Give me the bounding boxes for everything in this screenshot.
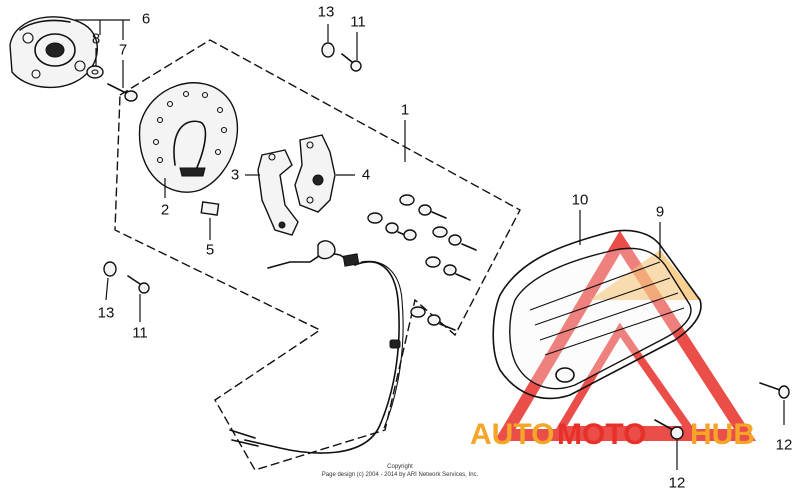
- watermark-moto: MOTO: [557, 418, 646, 451]
- washer-part: [86, 65, 104, 79]
- callout-8: 8: [92, 31, 100, 48]
- felt-part: [200, 201, 220, 216]
- screw-part: [107, 83, 138, 102]
- copyright-line-2: Page design (c) 2004 - 2014 by ARI Netwo…: [322, 472, 479, 478]
- watermark-hub: HUB: [690, 418, 755, 451]
- leader-lines: [75, 19, 785, 470]
- callout-2: 2: [161, 202, 169, 219]
- callout-1: 1: [401, 102, 409, 119]
- point-cover-part: [509, 247, 692, 390]
- callout-7: 7: [119, 42, 127, 59]
- wire-harness: [229, 240, 404, 454]
- callout-13-top: 13: [318, 4, 335, 21]
- contact-breaker-2-part: [294, 134, 336, 213]
- bolt-right: [759, 382, 790, 399]
- bolt-bottom: [654, 419, 684, 440]
- callout-12-bottom: 12: [669, 475, 686, 492]
- callout-10: 10: [572, 192, 589, 209]
- gasket-part: [492, 229, 702, 400]
- callout-9: 9: [656, 204, 664, 221]
- backing-plate-part: [138, 82, 239, 193]
- washer-bottom: [103, 261, 117, 277]
- copyright-notice: Copyright Page design (c) 2004 - 2014 by…: [322, 464, 479, 478]
- callout-labels: 6 7 8 13 11 1 2 3 4 5 13 11 10 9 12 12: [92, 4, 793, 492]
- watermark-text: AUTO MOTO HUB: [470, 418, 755, 451]
- callout-13-bottom: 13: [98, 305, 115, 322]
- stator-base-part: [9, 16, 99, 89]
- callout-4: 4: [362, 167, 370, 184]
- watermark-auto: AUTO: [470, 418, 554, 451]
- callout-11-top: 11: [350, 14, 366, 31]
- callout-5: 5: [206, 242, 214, 259]
- watermark-logo: [494, 230, 757, 441]
- assembly-outline: [114, 39, 521, 471]
- washer-top: [321, 42, 335, 58]
- callout-3: 3: [231, 167, 239, 184]
- contact-breaker-part: [257, 149, 299, 236]
- callout-12-right: 12: [776, 437, 793, 454]
- copyright-line-1: Copyright: [387, 464, 413, 470]
- plate-holes: [152, 90, 228, 164]
- bolt-bottom-left: [127, 275, 150, 294]
- fastener-cluster: [367, 194, 477, 331]
- bolt-top: [341, 53, 362, 72]
- callout-6: 6: [142, 11, 150, 28]
- callout-11-bottom: 11: [132, 325, 148, 342]
